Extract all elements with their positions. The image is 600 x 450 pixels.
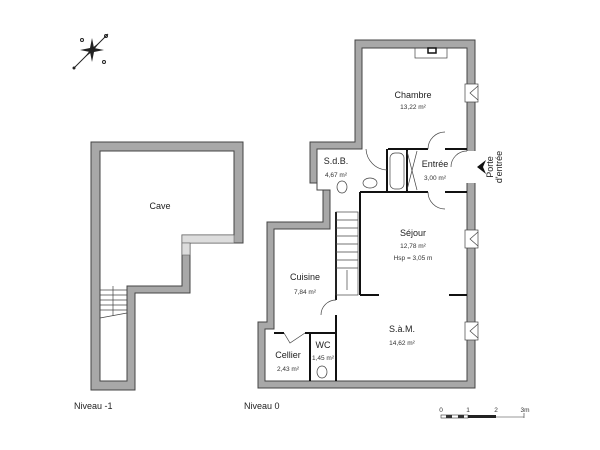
room-area-sejour: 12,78 m² bbox=[400, 243, 426, 250]
entrance-arrow-icon bbox=[477, 160, 486, 174]
scale-tick-1: 1 bbox=[466, 407, 470, 414]
room-area-cuisine: 7,84 m² bbox=[294, 289, 317, 296]
entrance-label-line1: Porte bbox=[485, 156, 495, 178]
room-label-entree: Entrée bbox=[422, 159, 449, 169]
window bbox=[464, 229, 479, 249]
level-label-ground: Niveau 0 bbox=[244, 401, 280, 411]
room-area-sdb: 4,67 m² bbox=[325, 172, 348, 179]
room-label-cellier: Cellier bbox=[275, 350, 301, 360]
room-label-cave: Cave bbox=[149, 201, 170, 211]
ground-floor-plan bbox=[257, 39, 486, 389]
room-area-chambre: 13,22 m² bbox=[400, 104, 426, 111]
room-area-entree: 3,00 m² bbox=[424, 175, 447, 182]
window bbox=[464, 321, 479, 341]
scale-tick-0: 0 bbox=[439, 407, 443, 414]
room-label-cuisine: Cuisine bbox=[290, 272, 320, 282]
scale-bar: 0 1 2 3m bbox=[439, 407, 530, 419]
room-label-chambre: Chambre bbox=[394, 90, 431, 100]
scale-tick-2: 2 bbox=[494, 407, 498, 414]
basement-plan bbox=[90, 141, 244, 391]
level-label-basement: Niveau -1 bbox=[74, 401, 113, 411]
scale-tick-3: 3m bbox=[520, 407, 529, 414]
basement-stairs bbox=[99, 286, 128, 319]
room-area-cellier: 2,43 m² bbox=[277, 366, 300, 373]
room-label-sdb: S.d.B. bbox=[324, 156, 349, 166]
entrance-label-line2: d'entrée bbox=[494, 151, 504, 183]
room-area-wc: 1,45 m² bbox=[312, 355, 335, 362]
compass-rose-icon bbox=[72, 33, 109, 70]
room-label-wc: WC bbox=[316, 340, 331, 350]
window bbox=[464, 83, 479, 103]
entrance-label: Porte d'entrée bbox=[485, 151, 504, 183]
stairs bbox=[335, 211, 359, 296]
room-height-sejour: Hsp = 3,05 m bbox=[394, 255, 433, 262]
room-area-sam: 14,62 m² bbox=[389, 340, 415, 347]
room-label-sejour: Séjour bbox=[400, 228, 426, 238]
room-label-sam: S.à.M. bbox=[389, 324, 415, 334]
